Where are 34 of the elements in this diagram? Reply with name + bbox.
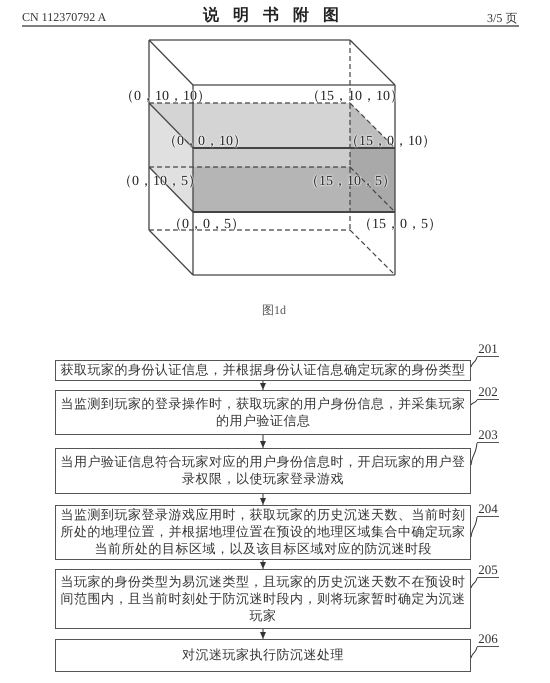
step-number: 201 xyxy=(477,342,499,357)
leader-line xyxy=(470,356,478,368)
arrow xyxy=(260,494,266,506)
step-number: 203 xyxy=(477,428,499,443)
step-text: 当监测到玩家登录游戏应用时，获取玩家的历史沉迷天数、当前时刻所处的地理位置，并根据地理位置在预设的地理区域集合中确定玩家当前所处的目标区域，以及该目标区域对应的防沉迷时段 xyxy=(60,507,466,558)
process-box xyxy=(55,639,471,672)
leader-line xyxy=(470,646,478,658)
step-text: 对沉迷玩家执行防沉迷处理 xyxy=(181,647,345,664)
process-box xyxy=(55,390,471,435)
arrow xyxy=(260,434,266,448)
coordinate-label: （15，0，10） xyxy=(345,133,436,150)
leader-line xyxy=(470,516,478,538)
step-number: 204 xyxy=(477,502,499,517)
arrow xyxy=(260,380,266,390)
arrow xyxy=(260,628,266,640)
leader-line xyxy=(470,578,478,588)
step-number: 202 xyxy=(477,385,499,400)
process-box xyxy=(55,360,471,381)
step-text: 获取玩家的身份认证信息，并根据身份认证信息确定玩家的身份类型 xyxy=(60,362,466,379)
page-title: 说明书附图 xyxy=(203,5,353,26)
patent-number: CN 112370792 A xyxy=(22,10,106,25)
step-text: 当玩家的身份类型为易沉迷类型，且玩家的历史沉迷天数不在预设时间范围内，且当前时刻处于防沉迷时段内，则将玩家暂时确定为沉迷玩家 xyxy=(60,574,466,624)
step-number: 206 xyxy=(477,632,499,647)
process-box xyxy=(55,448,471,494)
coordinate-label: （0，0，5） xyxy=(168,216,245,233)
leader-line xyxy=(470,400,478,406)
page-number: 3/5 页 xyxy=(487,10,518,27)
step-text: 当用户验证信息符合玩家对应的用户身份信息时，开启玩家的用户登录权限，以使玩家登录游戏 xyxy=(60,454,466,488)
arrow xyxy=(260,560,266,570)
leader-line xyxy=(470,442,478,466)
figure-caption: 图1d xyxy=(262,302,286,319)
step-number: 205 xyxy=(477,563,499,578)
step-text: 当监测到玩家的登录操作时，获取玩家的用户身份信息，并采集玩家的用户验证信息 xyxy=(60,396,466,430)
coordinate-label: （15，0，5） xyxy=(358,216,442,233)
